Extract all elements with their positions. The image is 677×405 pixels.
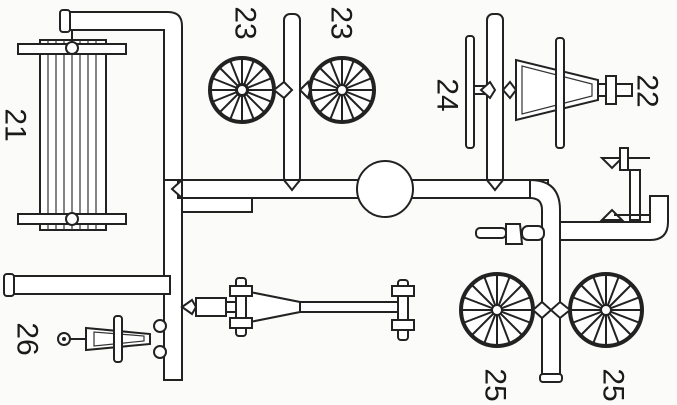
label-22: 22 bbox=[630, 74, 664, 108]
gate-26a bbox=[153, 319, 167, 333]
label-23-right: 23 bbox=[324, 6, 358, 40]
right-branch-runner bbox=[559, 195, 669, 241]
chassis-axle-rear-hub-b bbox=[391, 319, 415, 331]
sprue-hub bbox=[356, 160, 414, 218]
gate-23b bbox=[298, 80, 312, 100]
label-25-right: 25 bbox=[596, 368, 630, 402]
sprue-frame bbox=[3, 9, 669, 383]
hitch-part bbox=[475, 223, 545, 245]
runner-cap bbox=[59, 9, 71, 33]
drawbar-26-axle bbox=[113, 315, 123, 363]
gate-24 bbox=[484, 179, 506, 192]
gate-24b bbox=[501, 80, 518, 100]
hitch-bar bbox=[475, 227, 507, 239]
top-runner bbox=[65, 11, 183, 186]
hitch-end bbox=[521, 225, 545, 241]
sprue-24 bbox=[486, 13, 504, 185]
part-22-frame bbox=[515, 37, 633, 149]
right-vertical-runner bbox=[529, 178, 561, 381]
chassis-axle-rear-hub-a bbox=[391, 285, 415, 297]
part-21-bench bbox=[17, 30, 127, 231]
bench-pin-top bbox=[65, 41, 79, 55]
gate-23a bbox=[272, 80, 294, 100]
gate-chassis bbox=[180, 298, 198, 316]
label-26: 26 bbox=[10, 322, 44, 356]
chassis-part bbox=[180, 277, 415, 341]
gate-26b bbox=[153, 345, 167, 359]
part-23-wheels bbox=[208, 56, 376, 124]
gate-23 bbox=[281, 179, 303, 192]
bottom-left-runner bbox=[7, 275, 171, 295]
label-23-left: 23 bbox=[228, 6, 262, 40]
runner-cap-3 bbox=[539, 373, 563, 383]
chassis-axle-front-hub-a bbox=[229, 285, 253, 297]
part-26-drawbar bbox=[57, 315, 167, 363]
gate-24a bbox=[479, 80, 497, 100]
wheel-23-left bbox=[208, 56, 276, 124]
sprue-23 bbox=[283, 13, 301, 185]
gate-25b bbox=[549, 300, 572, 320]
bracket-post bbox=[629, 169, 641, 221]
runner-tab bbox=[181, 197, 253, 213]
label-21: 21 bbox=[0, 108, 32, 142]
chassis-axle-front-hub-b bbox=[229, 317, 253, 329]
bar-22 bbox=[555, 37, 565, 149]
wheel-23-right bbox=[308, 56, 376, 124]
label-25-left: 25 bbox=[478, 368, 512, 402]
tongue-pin-22 bbox=[605, 75, 617, 105]
chassis-coupler bbox=[195, 297, 227, 317]
label-24: 24 bbox=[430, 78, 464, 112]
gate-left bbox=[170, 177, 183, 201]
bench-pin-bottom bbox=[65, 212, 79, 226]
small-brackets bbox=[599, 147, 650, 221]
runner-cap-2 bbox=[3, 273, 15, 297]
wheel-25-left bbox=[459, 272, 535, 348]
bracket-top-b bbox=[619, 147, 629, 171]
part-24-axle bbox=[465, 35, 518, 149]
axle-bar-24 bbox=[465, 35, 475, 149]
part-25-wheels bbox=[459, 272, 644, 348]
bracket-top-a bbox=[599, 157, 625, 170]
wheel-25-right bbox=[568, 272, 644, 348]
hitch-body bbox=[505, 223, 524, 245]
